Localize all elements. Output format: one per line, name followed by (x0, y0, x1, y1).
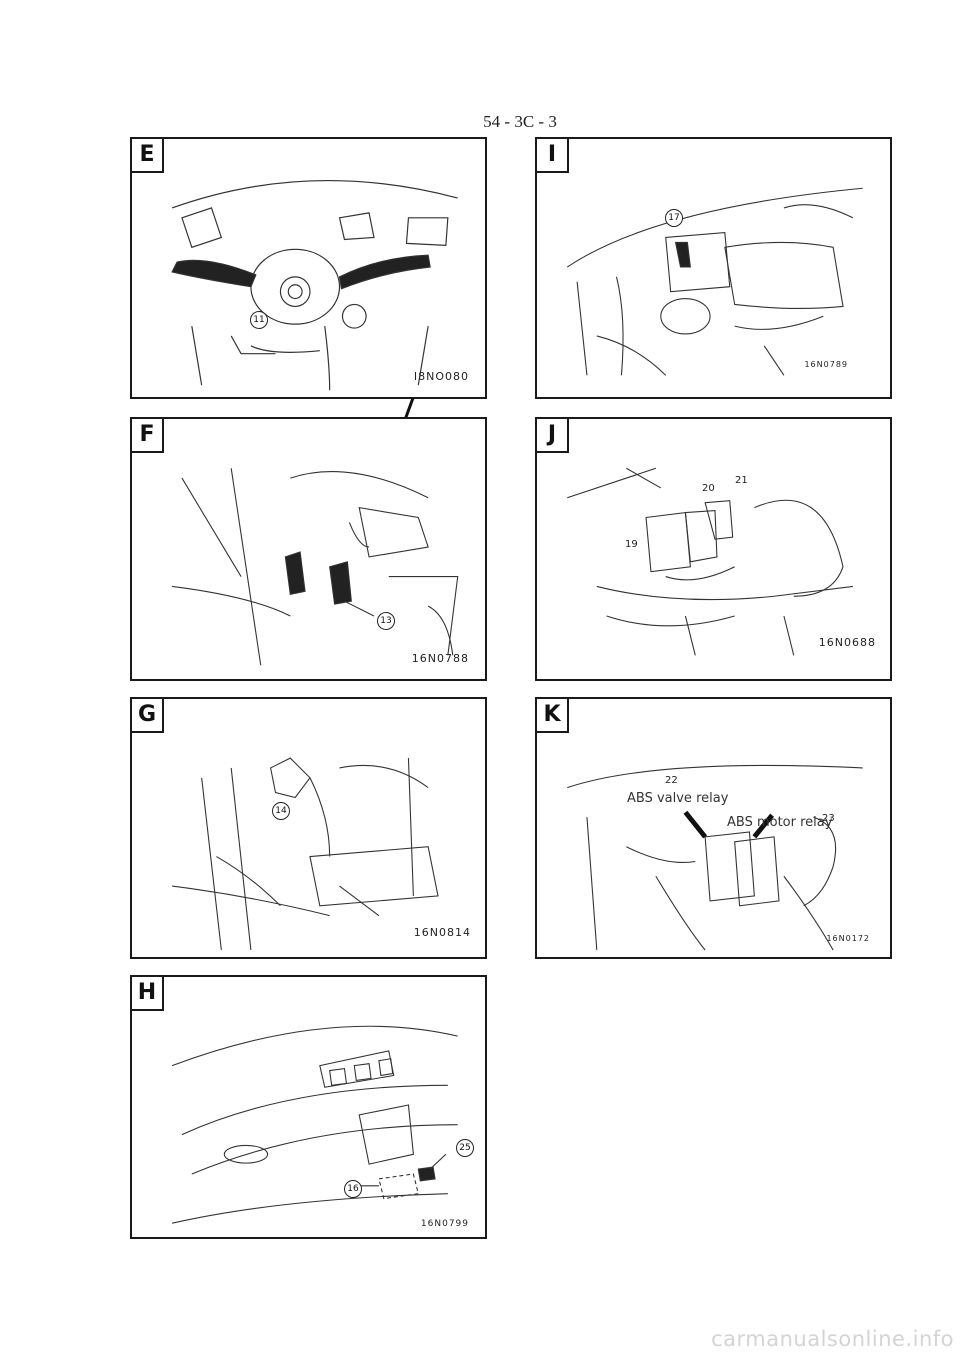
glovebox-illustration (171, 1025, 458, 1224)
abs-motor-relay-label: ABS motor relay (727, 815, 833, 830)
figure-panel-h: H 16 25 16N0799 (130, 975, 487, 1239)
figure-code: 16N0688 (818, 636, 876, 649)
callout-19: 19 (625, 539, 638, 550)
figure-code: 16N0799 (420, 1219, 469, 1229)
callout-20: 20 (702, 483, 715, 494)
panel-tag: J (535, 417, 569, 453)
dash-side-illustration (172, 468, 459, 666)
figure-panel-f: F 13 16N0788 (130, 417, 487, 681)
abs-relay-illustration (567, 764, 863, 951)
figure-code: 16N0814 (413, 926, 471, 939)
panel-tag: H (130, 975, 164, 1011)
panel-tag: G (130, 697, 164, 733)
callout-23: 23 (822, 813, 835, 824)
panel-tag: I (535, 137, 569, 173)
page-number: 54 - 3C - 3 (483, 112, 557, 131)
panel-tag: F (130, 417, 164, 453)
callout-25: 25 (456, 1139, 474, 1157)
callout-14: 14 (272, 802, 290, 820)
floor-sensor-illustration (172, 757, 439, 951)
panel-tag: K (535, 697, 569, 733)
panel-tag: E (130, 137, 164, 173)
figure-panel-e: E 11 I8NO080 (130, 137, 487, 399)
figure-code: 16N0789 (804, 360, 848, 369)
relay-box-illustration (567, 467, 853, 656)
figure-code: 16N0172 (826, 934, 870, 943)
figure-panel-j: J 19 20 21 16N0688 (535, 417, 892, 681)
callout-11: 11 (250, 311, 268, 329)
watermark: carmanualsonline.info (711, 1327, 954, 1351)
figure-panel-i: I 17 16N0789 (535, 137, 892, 399)
steering-column-illustration (171, 179, 458, 391)
figure-panel-k: K 22 23 ABS valve relay ABS motor relay … (535, 697, 892, 959)
figure-code: 16N0788 (411, 652, 469, 665)
abs-valve-relay-label: ABS valve relay (627, 791, 729, 806)
callout-13: 13 (377, 612, 395, 630)
callout-17: 17 (665, 209, 683, 227)
callout-22: 22 (665, 775, 678, 786)
callout-16: 16 (344, 1180, 362, 1198)
callout-21: 21 (735, 475, 748, 486)
figure-panel-g: G 14 16N0814 (130, 697, 487, 959)
engine-bay-illustration (566, 187, 863, 376)
figure-code: I8NO080 (413, 370, 469, 383)
